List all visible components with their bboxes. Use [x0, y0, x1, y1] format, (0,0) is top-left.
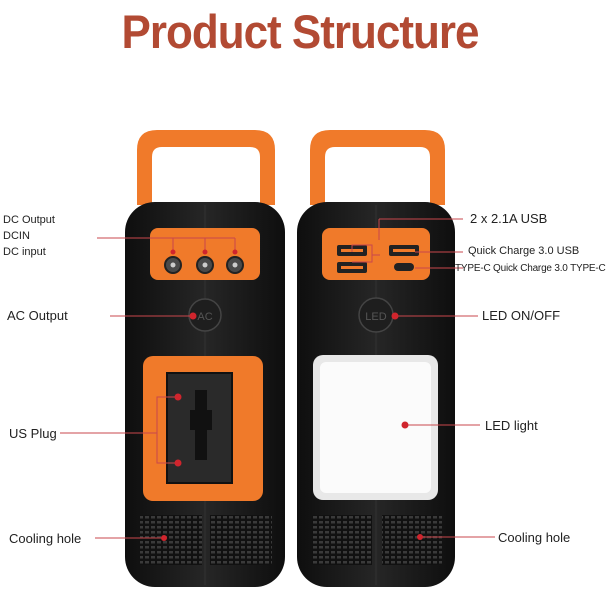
label-dc-input: DC input — [3, 246, 46, 258]
label-led-light: LED light — [485, 418, 538, 433]
label-cooling-hole-right: Cooling hole — [498, 530, 571, 545]
led-light-panel — [320, 362, 431, 493]
label-us-plug: US Plug — [9, 426, 57, 441]
left-device: AC — [125, 130, 285, 587]
right-vent-1 — [312, 515, 372, 565]
label-ac-output: AC Output — [7, 308, 68, 323]
left-vent-1 — [140, 515, 202, 565]
ac-button[interactable] — [188, 298, 222, 332]
label-dc-output: DC Output — [3, 214, 55, 226]
right-handle — [310, 130, 445, 205]
page-title: Product Structure — [121, 5, 479, 59]
pointer-dots — [161, 249, 423, 541]
left-handle — [137, 130, 275, 205]
ac-button-label: AC — [197, 311, 212, 323]
label-led-onoff: LED ON/OFF — [482, 308, 561, 323]
left-vent-2 — [210, 515, 272, 565]
label-cooling-hole-left: Cooling hole — [9, 531, 82, 546]
pointer-lines — [60, 218, 495, 539]
right-vent-2 — [382, 515, 442, 565]
right-device: LED — [297, 130, 455, 587]
label-type-c: TYPE-C Quick Charge 3.0 TYPE-C — [455, 263, 606, 274]
label-qc-usb: Quick Charge 3.0 USB — [468, 245, 580, 257]
led-button-label: LED — [365, 311, 386, 323]
label-dcin: DCIN — [3, 230, 30, 242]
label-usb-2-1a: 2 x 2.1A USB — [470, 211, 548, 226]
type-c-port — [394, 263, 414, 271]
